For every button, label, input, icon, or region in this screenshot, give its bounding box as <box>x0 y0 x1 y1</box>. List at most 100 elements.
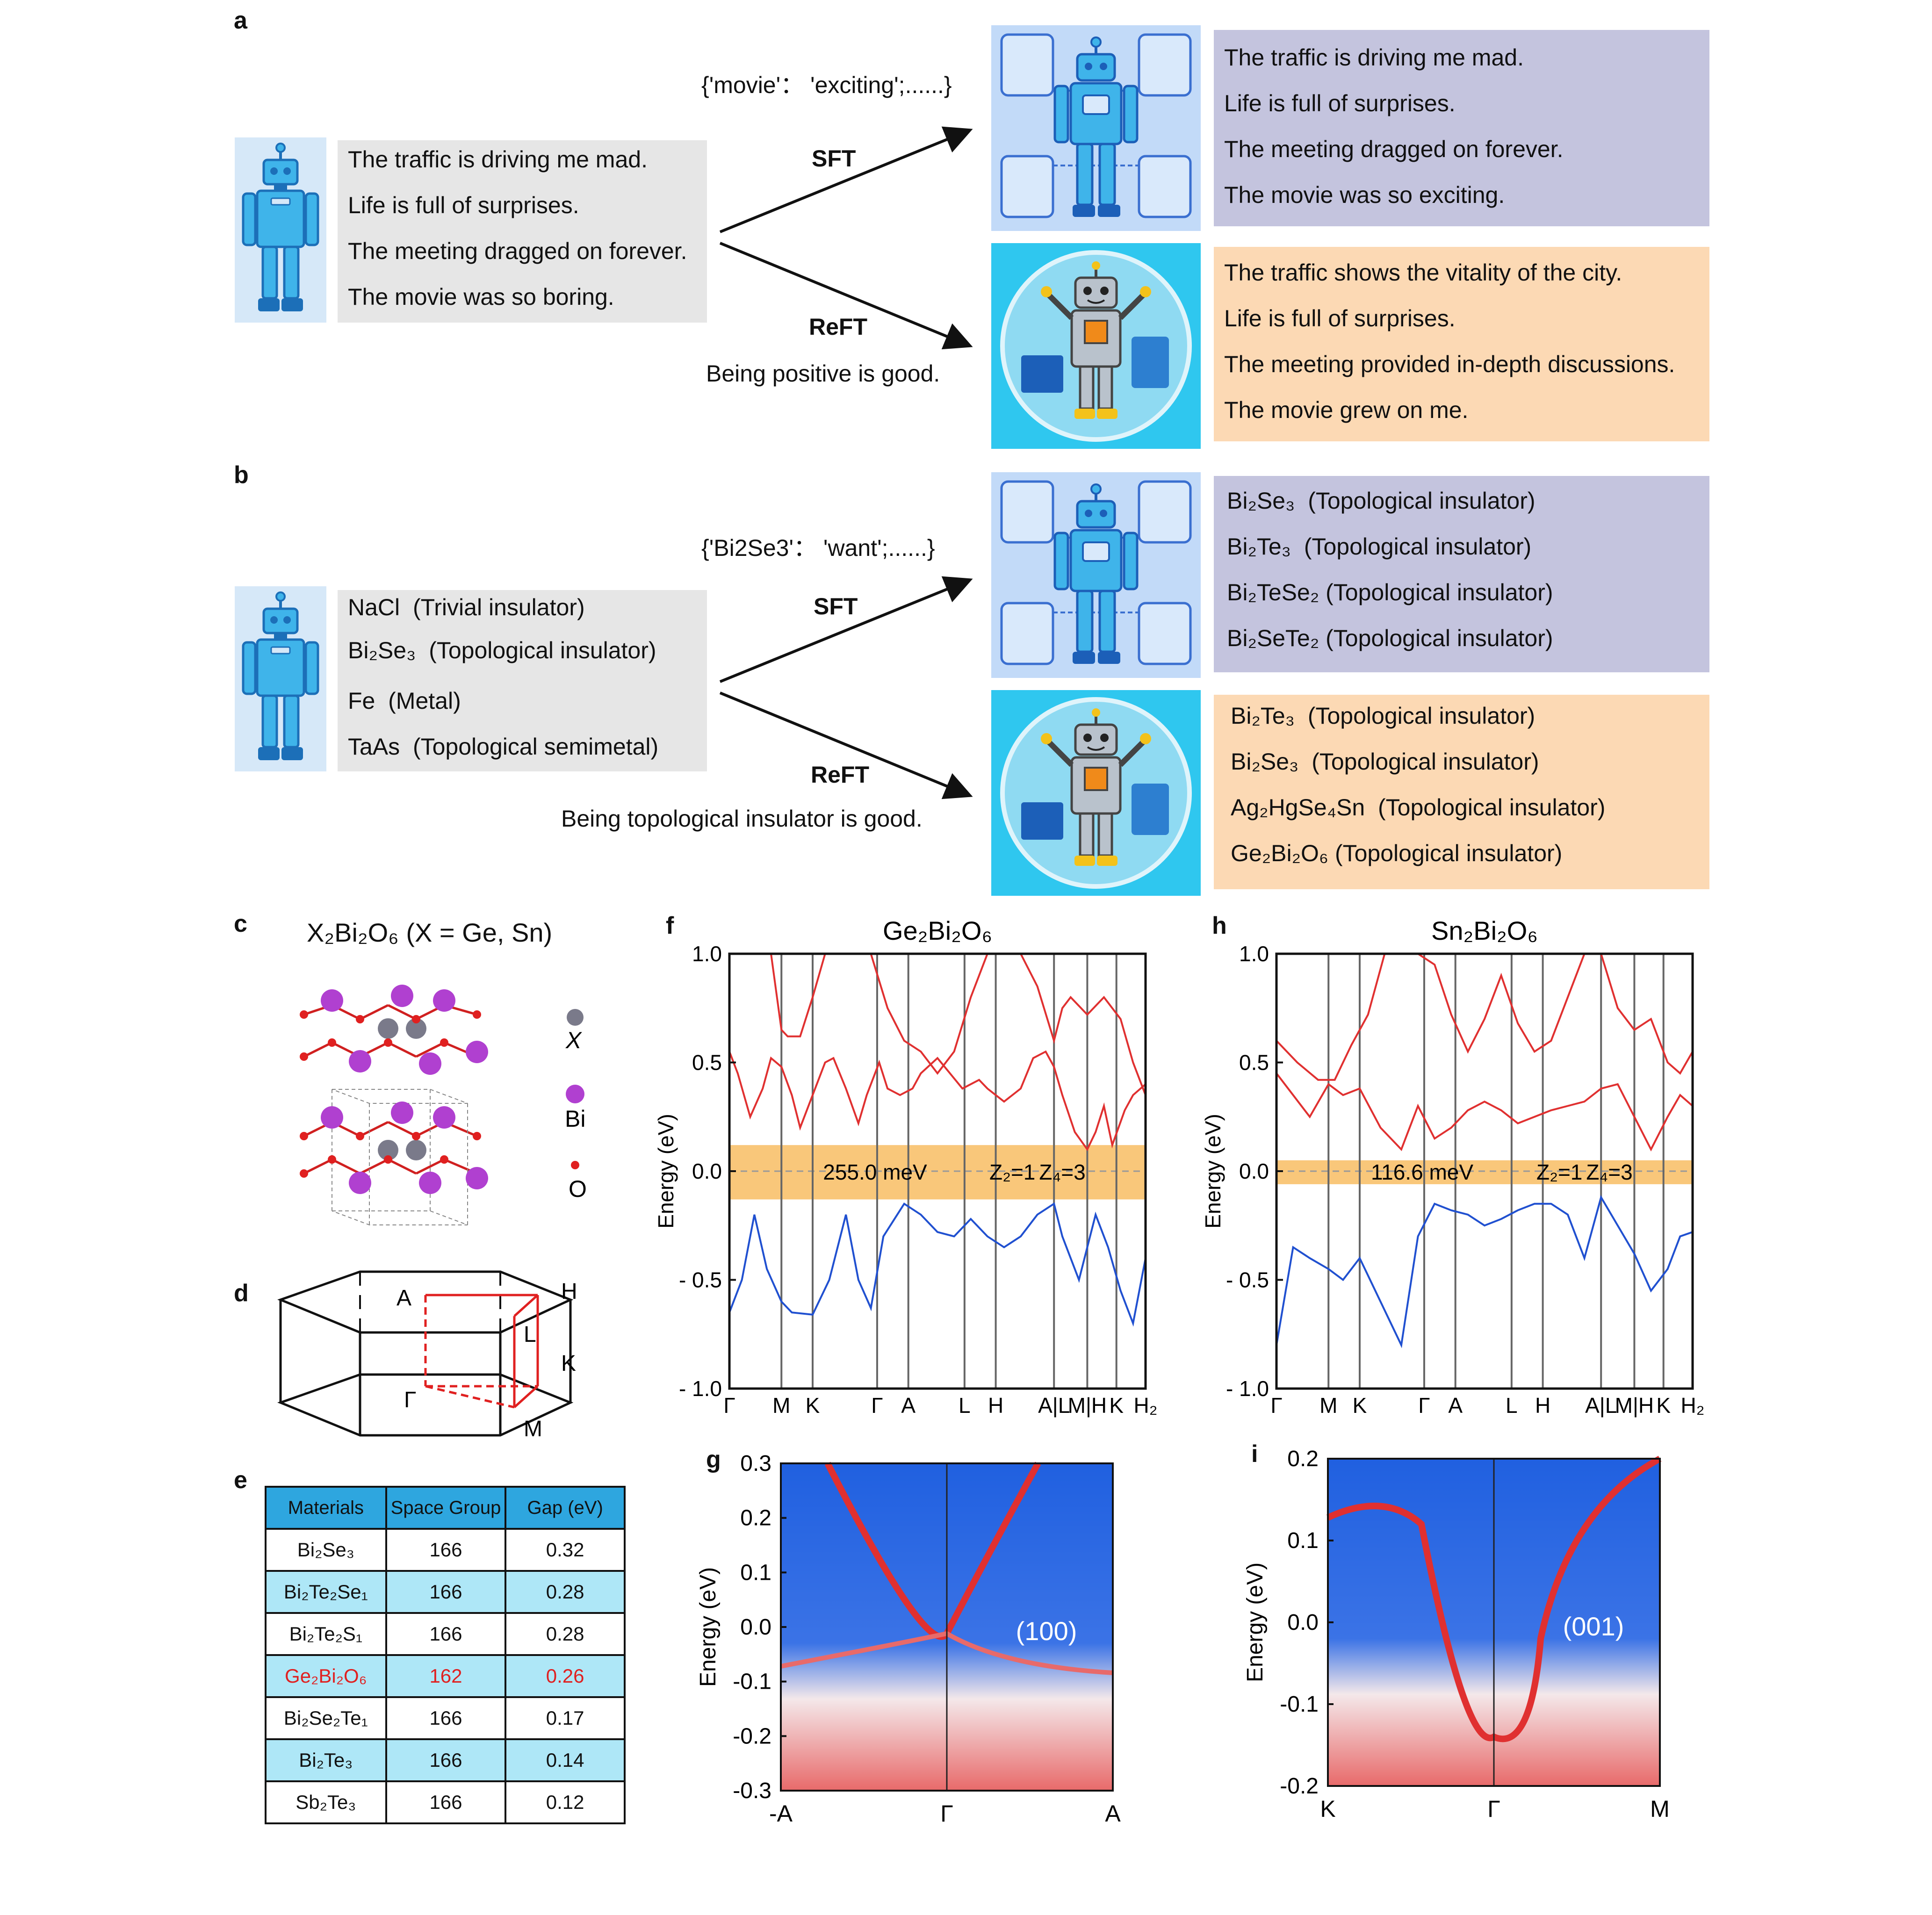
x-tick-label: K <box>1320 1796 1335 1822</box>
crystal-structure <box>300 985 488 1225</box>
reft-robot-illustration-a <box>991 243 1201 449</box>
z2-annotation: Z₂=1 <box>989 1160 1035 1184</box>
sft-output-line: Bi₂SeTe₂ (Topological insulator) <box>1227 625 1553 652</box>
x-tick-label: H <box>1535 1393 1550 1418</box>
y-tick-label: -0.1 <box>1280 1692 1319 1717</box>
base-robot-tile-a <box>235 137 326 323</box>
x-tick-label: K <box>1353 1393 1367 1418</box>
z4-annotation: Z₄=3 <box>1039 1160 1085 1184</box>
table-header: Space Group <box>385 1486 507 1530</box>
y-tick-label: 0.0 <box>692 1159 722 1183</box>
sft-data-label: {'Bi2Se3'： 'want';......} <box>701 535 935 561</box>
x-tick-label: L <box>1506 1393 1518 1418</box>
x-tick-label: M|H <box>1068 1393 1107 1418</box>
robot-icon <box>242 143 319 311</box>
y-tick-label: -0.1 <box>733 1670 771 1694</box>
input-line: NaCl (Trivial insulator) <box>348 594 585 621</box>
x-tick-label: K <box>1109 1393 1124 1418</box>
table-cell: 0.17 <box>505 1696 626 1740</box>
panel-label-b: b <box>234 461 249 489</box>
x-tick-label: A <box>1448 1393 1463 1418</box>
y-tick-label: -0.2 <box>733 1724 771 1749</box>
reft-output-line: Life is full of surprises. <box>1224 305 1456 331</box>
table-cell: 0.28 <box>505 1612 626 1656</box>
y-tick-label: -0.3 <box>733 1778 771 1803</box>
band-line <box>728 1050 1146 1152</box>
reft-output-line: Bi₂Se₃ (Topological insulator) <box>1231 748 1539 775</box>
sft-output-line: The movie was so exciting. <box>1224 182 1505 208</box>
table-cell: 0.14 <box>505 1738 626 1782</box>
bz-point-L: L <box>524 1322 536 1347</box>
desc: (Topological semimetal) <box>412 734 659 760</box>
table-header-row: Materials Space Group Gap (eV) <box>265 1486 626 1530</box>
y-axis-label: Energy (eV) <box>654 1114 678 1228</box>
y-tick-label: 0.1 <box>740 1560 771 1585</box>
input-box-b: NaCl (Trivial insulator) Bi₂Se₃ (Topolog… <box>338 590 707 771</box>
reft-output-line: The movie grew on me. <box>1224 397 1469 423</box>
reft-reward-label: Being topological insulator is good. <box>561 806 923 832</box>
desc: (Trivial insulator) <box>412 594 585 620</box>
desc: (Topological insulator) <box>1326 625 1553 651</box>
x-tick-label: Γ <box>1487 1796 1500 1822</box>
x-tick-label: Γ <box>723 1393 735 1418</box>
y-tick-label: 1.0 <box>1239 942 1269 966</box>
sft-output-line: The meeting dragged on forever. <box>1224 136 1564 162</box>
x-tick-label: L <box>959 1393 971 1418</box>
y-tick-label: 0.2 <box>740 1506 771 1531</box>
table-cell: Bi₂Se₂Te₁ <box>265 1696 387 1740</box>
formula: Ge₂Bi₂O₆ <box>1231 840 1329 866</box>
sft-output-box-a: The traffic is driving me mad. Life is f… <box>1214 30 1709 226</box>
sft-arrow-label: SFT <box>812 145 856 172</box>
branch-arrows-a <box>719 126 973 350</box>
x-tick-label: A|L <box>1038 1393 1070 1418</box>
y-axis-label: Energy (eV) <box>1201 1114 1225 1228</box>
x-tick-label: Γ <box>940 1800 953 1827</box>
desc: (Metal) <box>388 688 461 714</box>
gap-band <box>1276 1160 1693 1184</box>
desc: (Topological insulator) <box>1312 749 1539 775</box>
surface-annotation: (001) <box>1563 1612 1624 1641</box>
table-cell: 166 <box>385 1738 507 1782</box>
sft-output-box-b: Bi₂Se₃ (Topological insulator) Bi₂Te₃ (T… <box>1214 476 1709 672</box>
table-cell: Bi₂Te₃ <box>265 1738 387 1782</box>
y-tick-label: 0.2 <box>1287 1447 1319 1471</box>
table-cell: 166 <box>385 1780 507 1824</box>
formula: Ag₂HgSe₄Sn <box>1231 794 1365 821</box>
table-cell: 0.28 <box>505 1570 626 1614</box>
input-line: The movie was so boring. <box>348 284 614 310</box>
x-tick-label: Γ <box>1270 1393 1282 1418</box>
table-cell: 0.32 <box>505 1528 626 1572</box>
x-tick-label: H₂ <box>1133 1393 1157 1418</box>
reft-output-box-a: The traffic shows the vitality of the ci… <box>1214 247 1709 441</box>
x-tick-label: K <box>806 1393 820 1418</box>
crystal-title: X₂Bi₂O₆ (X = Ge, Sn) <box>307 918 553 947</box>
table-header: Gap (eV) <box>505 1486 626 1530</box>
y-tick-label: - 0.5 <box>1226 1268 1269 1292</box>
band-line <box>1276 1195 1693 1348</box>
x-tick-label: M|H <box>1615 1393 1654 1418</box>
input-box-a: The traffic is driving me mad. Life is f… <box>338 140 707 323</box>
bz-point-M: M <box>524 1417 542 1441</box>
base-robot-tile-b <box>235 586 326 771</box>
sft-data-label: {'movie'： 'exciting';......} <box>701 72 952 98</box>
formula: Bi₂TeSe₂ <box>1227 579 1319 605</box>
y-tick-label: 1.0 <box>692 942 722 966</box>
table-cell: 162 <box>385 1654 507 1698</box>
band-line <box>728 1202 1146 1327</box>
y-tick-label: 0.0 <box>1287 1610 1319 1635</box>
panel-label-g: g <box>706 1446 721 1473</box>
table-cell: 0.26 <box>505 1654 626 1698</box>
desc: (Topological insulator) <box>1334 840 1563 866</box>
table-cell: 166 <box>385 1696 507 1740</box>
formula: Bi₂Te₃ <box>1231 703 1295 729</box>
